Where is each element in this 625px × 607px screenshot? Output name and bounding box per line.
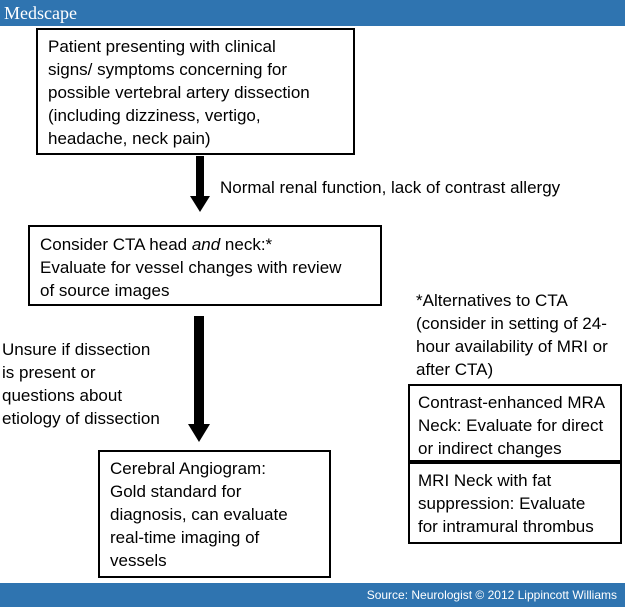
presentation-line: signs/ symptoms concerning for [48,60,288,79]
presentation-line: headache, neck pain) [48,129,211,148]
edge-label-unsure-line: is present or [2,363,96,382]
angiogram-line: real-time imaging of [110,528,260,547]
cta-line-1-suffix: neck:* [220,235,273,254]
angiogram-line: vessels [110,551,167,570]
mra-box: Contrast-enhanced MRA Neck: Evaluate for… [408,384,622,462]
angiogram-line: Gold standard for [110,482,242,501]
presentation-line: Patient presenting with clinical [48,37,276,56]
angiogram-line: diagnosis, can evaluate [110,505,288,524]
alternatives-title-line: hour availability of MRI or [416,337,608,356]
cta-line: of source images [40,281,170,300]
cta-box: Consider CTA head and neck:* Evaluate fo… [28,225,382,306]
mra-line: Neck: Evaluate for direct [418,416,604,435]
arrow-presentation-to-cta [190,156,210,212]
alternatives-title-line: *Alternatives to CTA [416,291,568,310]
edge-label-unsure-line: Unsure if dissection [2,340,151,359]
presentation-line: (including dizziness, vertigo, [48,106,261,125]
source-credit: Source: Neurologist © 2012 Lippincott Wi… [366,588,617,602]
footer-bar: Source: Neurologist © 2012 Lippincott Wi… [0,583,625,607]
mri-line: MRI Neck with fat [418,471,552,490]
header-bar: Medscape [0,0,625,26]
cta-line: Evaluate for vessel changes with review [40,258,342,277]
arrow-cta-to-angiogram [188,316,210,442]
alternatives-title-line: (consider in setting of 24- [416,314,607,333]
edge-label-unsure: Unsure if dissection is present or quest… [2,338,160,430]
edge-label-contrast-text: Normal renal function, lack of contrast … [220,178,561,197]
alternatives-title: *Alternatives to CTA (consider in settin… [416,289,608,381]
edge-label-contrast: Normal renal function, lack of contrast … [220,176,560,199]
angiogram-line: Cerebral Angiogram: [110,459,266,478]
presentation-box: Patient presenting with clinical signs/ … [36,28,355,155]
angiogram-box: Cerebral Angiogram: Gold standard for di… [98,450,331,578]
medscape-logo: Medscape [4,3,77,23]
edge-label-unsure-line: questions about [2,386,123,405]
presentation-line: possible vertebral artery dissection [48,83,310,102]
mra-line: or indirect changes [418,439,562,458]
mri-box: MRI Neck with fat suppression: Evaluate … [408,462,622,544]
mra-line: Contrast-enhanced MRA [418,393,606,412]
cta-line-1: Consider CTA head and neck:* [40,233,370,256]
edge-label-unsure-line: etiology of dissection [2,409,160,428]
alternatives-title-line: after CTA) [416,360,494,379]
mri-line: for intramural thrombus [418,517,594,536]
mri-line: suppression: Evaluate [418,494,586,513]
cta-line-1-emphasis: and [191,235,221,254]
cta-line-1-prefix: Consider CTA head [40,235,192,254]
